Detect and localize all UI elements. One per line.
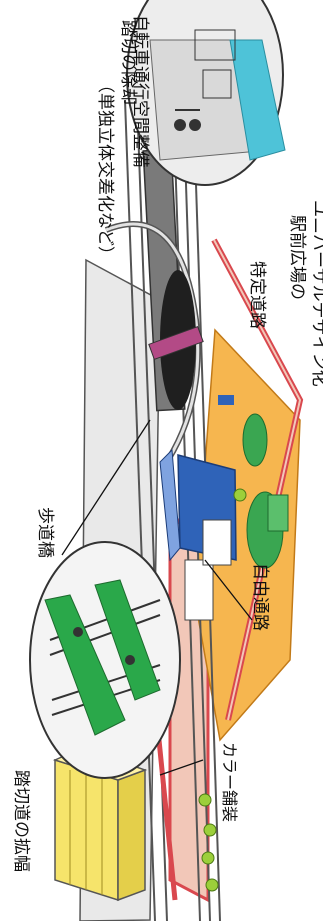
free-passage-deck bbox=[184, 559, 214, 621]
label-specified-road: 特定道路 bbox=[247, 261, 267, 329]
label-free-passage: 自由通路 bbox=[250, 563, 270, 631]
callout-lines bbox=[61, 419, 253, 776]
plaza-green-1 bbox=[242, 413, 268, 467]
crossing-widening-zoom bbox=[29, 541, 181, 779]
station-building-roof bbox=[159, 448, 181, 562]
specified-road-inner bbox=[213, 239, 302, 721]
bicycle-space-zoom bbox=[126, 0, 286, 186]
bike-lane-blue bbox=[229, 39, 286, 161]
illustration-layer bbox=[29, 0, 304, 921]
label-crossing-removal-sub: （単独立体交差化など） bbox=[95, 76, 115, 263]
pedestrian-bridge-structure bbox=[148, 325, 204, 361]
label-crossing-removal: 踏切の除却 bbox=[118, 20, 138, 105]
label-crossing-widening: 踏切道の拡幅 bbox=[11, 770, 31, 872]
label-station-plaza: 駅前広場の bbox=[287, 215, 307, 300]
labels-layer: 踏切の除却 （単独立体交差化など） 自転車通行空間整備 特定道路 駅前広場の ユ… bbox=[11, 15, 323, 872]
label-universal-design: ユニバーサルデザイン化 bbox=[309, 200, 323, 387]
label-pedestrian-bridge: 歩道橋 bbox=[35, 507, 55, 558]
free-passage-deck-2 bbox=[202, 519, 232, 566]
bus-stop-sign bbox=[218, 395, 234, 405]
label-bicycle-space: 自転車通行空間整備 bbox=[130, 15, 150, 168]
overpass-arc-inner bbox=[105, 222, 200, 461]
label-color-paving: カラー舗装 bbox=[220, 742, 239, 822]
plaza-green-block bbox=[267, 494, 289, 532]
